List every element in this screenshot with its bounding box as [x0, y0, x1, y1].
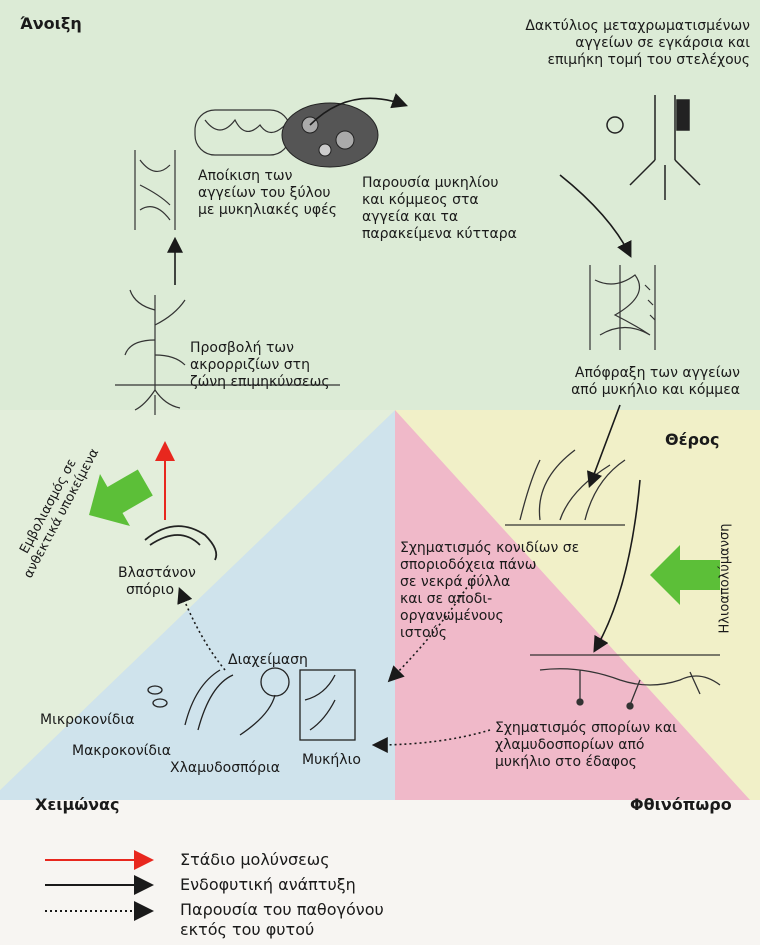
season-summer: Θέρος [665, 430, 719, 449]
microconidia-label: Μικροκονίδια [40, 712, 134, 729]
ring-label-line: Δακτύλιος μεταχρωματισμένων [490, 18, 750, 35]
mycelium-clump-illustration [282, 103, 378, 167]
ring-label-line: αγγείων σε εγκάρσια και [490, 35, 750, 52]
mycelium-label: Μυκήλιο [302, 752, 361, 769]
solarization-label: Ηλιοαπολύμανση [717, 509, 734, 649]
mycelium-presence-line: Παρουσία μυκηλίου [362, 175, 517, 192]
root-attack-line: ακρορριζίων στη [190, 357, 330, 374]
spore-formation-line: χλαμυδοσπορίων από [495, 737, 677, 754]
colonization-label-line: με μυκηλιακές υφές [198, 202, 337, 219]
conidia-formation-line: και σε αποδι- [400, 591, 579, 608]
conidia-formation-line: σποριοδόχεια πάνω [400, 557, 579, 574]
ring-label: Δακτύλιος μεταχρωματισμένων αγγείων σε ε… [490, 18, 750, 69]
legend-outside-line: Παρουσία του παθογόνου [180, 900, 384, 920]
season-winter: Χειμώνας [35, 795, 120, 814]
blockage-label: Απόφραξη των αγγείων από μυκήλιο και κόμ… [480, 365, 740, 399]
legend-endophytic-label: Ενδοφυτική ανάπτυξη [180, 875, 356, 895]
germinated-spore-line: σπόριο [118, 582, 196, 599]
conidia-formation-line: ιστούς [400, 625, 579, 642]
germinated-spore-label: Βλαστάνον σπόριο [118, 565, 196, 599]
conidia-formation-line: οργανωμένους [400, 608, 579, 625]
legend-outside-line: εκτός του φυτού [180, 920, 384, 940]
germinated-spore-line: Βλαστάνον [118, 565, 196, 582]
spore-formation-label: Σχηματισμός σπορίων και χλαμυδοσπορίων α… [495, 720, 677, 771]
blockage-line: Απόφραξη των αγγείων [480, 365, 740, 382]
conidia-formation-label: Σχηματισμός κονιδίων σε σποριοδόχεια πάν… [400, 540, 579, 642]
legend-infection-label: Στάδιο μολύνσεως [180, 850, 330, 870]
spore-formation-line: Σχηματισμός σπορίων και [495, 720, 677, 737]
blockage-line: από μυκήλιο και κόμμεα [480, 382, 740, 399]
legend-outside-label: Παρουσία του παθογόνου εκτός του φυτού [180, 900, 384, 940]
colonization-label: Αποίκιση των αγγείων του ξύλου με μυκηλι… [198, 168, 337, 219]
colonization-label-line: Αποίκιση των [198, 168, 337, 185]
spore-formation-line: μυκήλιο στο έδαφος [495, 754, 677, 771]
overwintering-label: Διαχείμαση [228, 652, 308, 669]
conidia-formation-line: Σχηματισμός κονιδίων σε [400, 540, 579, 557]
conidia-formation-line: σε νεκρά φύλλα [400, 574, 579, 591]
macroconidia-label: Μακροκονίδια [72, 743, 171, 760]
season-spring: Άνοιξη [20, 14, 82, 33]
root-attack-line: Προσβολή των [190, 340, 330, 357]
root-attack-label: Προσβολή των ακρορριζίων στη ζώνη επιμηκ… [190, 340, 330, 391]
mycelium-presence-line: και κόμμεος στα [362, 192, 517, 209]
ring-label-line: επιμήκη τομή του στελέχους [490, 52, 750, 69]
mycelium-presence-label: Παρουσία μυκηλίου και κόμμεος στα αγγεία… [362, 175, 517, 243]
season-autumn: Φθινόπωρο [630, 795, 732, 814]
chlamydospores-label: Χλαμυδοσπόρια [170, 760, 280, 777]
mycelium-presence-line: αγγεία και τα [362, 209, 517, 226]
root-attack-line: ζώνη επιμηκύνσεως [190, 374, 330, 391]
mycelium-presence-line: παρακείμενα κύτταρα [362, 226, 517, 243]
colonization-label-line: αγγείων του ξύλου [198, 185, 337, 202]
